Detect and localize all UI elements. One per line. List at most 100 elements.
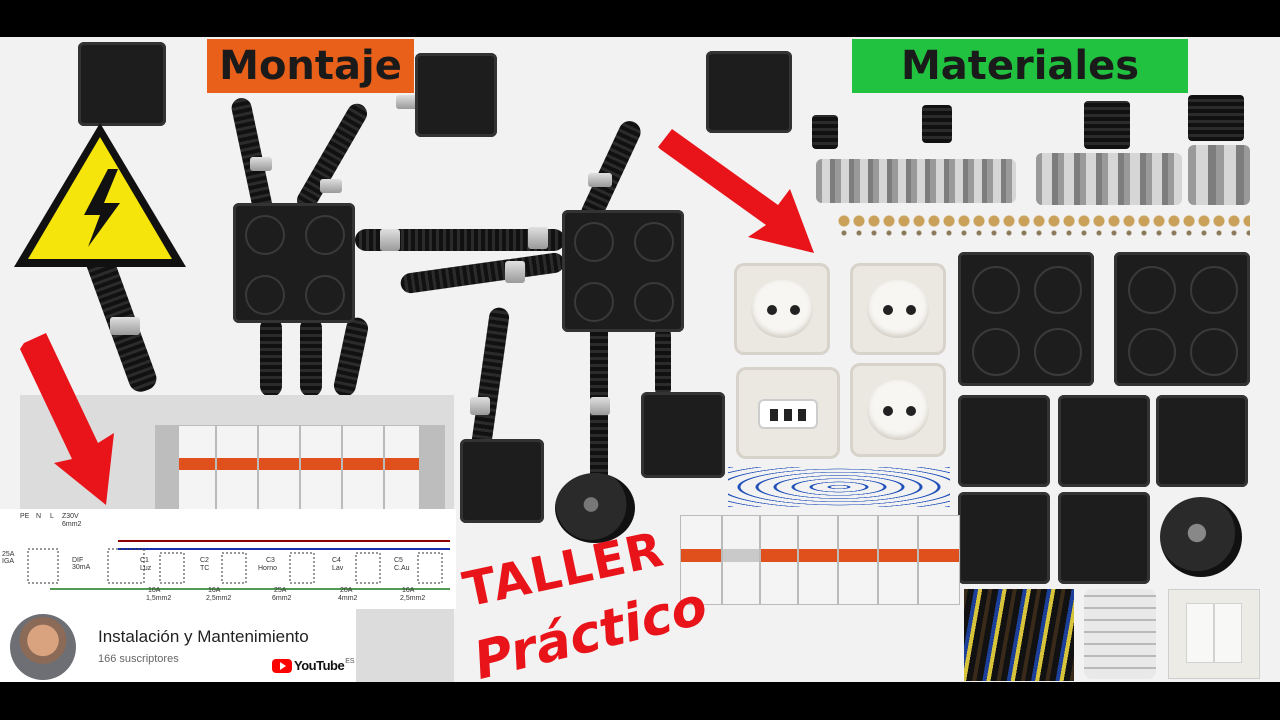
- circuit-breaker: [760, 515, 798, 605]
- circuit-name: Horno: [258, 565, 278, 572]
- youtube-logo-icon: [272, 658, 292, 673]
- conduit-clip: [588, 173, 612, 187]
- red-arrow-icon: [658, 129, 814, 253]
- junction-box: [415, 53, 497, 137]
- circuit-rating: 10A: [148, 587, 161, 594]
- junction-box: [1058, 492, 1150, 584]
- avatar[interactable]: [10, 614, 76, 680]
- schematic-pe-label: PE: [20, 513, 30, 520]
- conduit-tube: [300, 317, 322, 397]
- wall-socket: [850, 263, 946, 355]
- circuit-breaker: [300, 425, 342, 511]
- youtube-logo[interactable]: YouTube ES: [272, 658, 355, 673]
- screw-row: [838, 213, 1250, 243]
- channel-card[interactable]: Instalación y Mantenimiento 166 suscript…: [0, 605, 356, 682]
- circuit-id: C5: [394, 557, 403, 564]
- wall-socket: [734, 263, 830, 355]
- junction-box: [233, 203, 355, 323]
- circuit-breaker: [918, 515, 960, 605]
- wall-socket: [850, 363, 946, 457]
- conduit-coil: [1188, 95, 1244, 141]
- conduit-clip: [320, 179, 342, 193]
- junction-box: [1114, 252, 1250, 386]
- circuit-breaker: [384, 425, 420, 511]
- circuit-cable: 1,5mm2: [146, 595, 172, 602]
- circuit-breaker: [258, 425, 300, 511]
- terminal-blocks: [1084, 589, 1156, 679]
- conduit-tube: [399, 251, 566, 295]
- cable-bundle: [964, 589, 1074, 681]
- junction-box: [958, 492, 1050, 584]
- junction-box: [958, 395, 1050, 487]
- circuit-name: Luz: [140, 565, 152, 572]
- high-voltage-warning-icon: [14, 123, 186, 267]
- circuit-id: C2: [200, 557, 209, 564]
- circuit-rating: 16A: [208, 587, 221, 594]
- junction-box: [958, 252, 1094, 386]
- junction-box: [1058, 395, 1150, 487]
- conduit-coil: [1084, 101, 1130, 149]
- conduit-coil: [812, 115, 838, 149]
- circuit-breaker: [878, 515, 918, 605]
- conduit-tube: [469, 306, 511, 458]
- junction-box: [562, 210, 684, 332]
- schematic-iga-label: 25A IGA: [2, 551, 15, 565]
- conduit-clip: [528, 227, 548, 249]
- circuit-rating: 16A: [402, 587, 415, 594]
- clamp-row: [1188, 145, 1250, 205]
- junction-box: [706, 51, 792, 133]
- circuit-breaker: [798, 515, 838, 605]
- materiales-heading: Materiales: [852, 39, 1188, 93]
- circuit-name: C.Au: [394, 565, 410, 572]
- thumbnail-frame: Montaje Materiales: [0, 37, 1280, 682]
- conduit-tube: [331, 315, 371, 399]
- conduit-clip: [396, 95, 418, 109]
- circuit-cable: 6mm2: [272, 595, 292, 602]
- channel-name[interactable]: Instalación y Mantenimiento: [98, 627, 309, 646]
- circuit-breaker: [680, 515, 722, 605]
- circuit-breaker: [178, 425, 216, 511]
- circuit-id: C3: [266, 557, 275, 564]
- three-pin-socket: [736, 367, 840, 459]
- lamp-holder: [555, 473, 635, 543]
- circuit-breaker: [216, 425, 258, 511]
- circuit-cable: 4mm2: [338, 595, 358, 602]
- circuit-name: Lav: [332, 565, 344, 572]
- circuit-name: TC: [200, 565, 210, 572]
- conduit-clip: [110, 317, 140, 335]
- circuit-breaker: [342, 425, 384, 511]
- youtube-logo-text: YouTube: [294, 658, 345, 673]
- double-light-switch: [1168, 589, 1260, 679]
- circuit-rating: 20A: [340, 587, 353, 594]
- junction-box: [1156, 395, 1248, 487]
- junction-box: [460, 439, 544, 523]
- conduit-coil: [922, 105, 952, 143]
- montaje-heading: Montaje: [207, 39, 414, 93]
- circuit-id: C1: [140, 557, 149, 564]
- schematic-dif-label: DIF 30mA: [72, 557, 91, 571]
- conduit-tube: [655, 327, 671, 397]
- clamp-row: [1036, 153, 1182, 205]
- blue-wire-coil: [728, 467, 950, 507]
- conduit-clip: [590, 397, 610, 415]
- circuit-cable: 2,5mm2: [206, 595, 232, 602]
- junction-box: [641, 392, 725, 478]
- schematic-voltage-label: Z30V: [62, 513, 79, 520]
- conduit-tube: [293, 100, 371, 214]
- red-arrow-icon: [20, 333, 114, 505]
- lamp-holder: [1160, 497, 1242, 577]
- wiring-schematic: PE N L Z30V 6mm2 25A IGA DIF 30mA C1 Luz…: [0, 509, 456, 609]
- schematic-section-label: 6mm2: [62, 521, 82, 528]
- conduit-tube: [355, 229, 565, 251]
- circuit-id: C4: [332, 557, 341, 564]
- conduit-clip: [380, 229, 400, 251]
- circuit-breaker: [722, 515, 760, 605]
- conduit-clip: [470, 397, 490, 415]
- circuit-rating: 25A: [274, 587, 287, 594]
- youtube-region-label: ES: [345, 658, 355, 665]
- conduit-clip: [250, 157, 272, 171]
- conduit-tube: [260, 317, 282, 397]
- junction-box: [78, 42, 166, 126]
- conduit-clip: [505, 261, 525, 283]
- circuit-breaker: [838, 515, 878, 605]
